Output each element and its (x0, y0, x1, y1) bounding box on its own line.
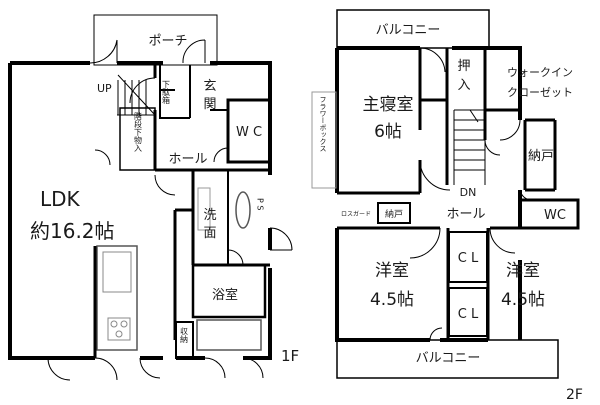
nando-small-label: 納戸 (385, 208, 403, 220)
nando-door (499, 119, 521, 141)
western2-door (489, 227, 516, 254)
oshiire-label-1: 押 (457, 59, 470, 74)
floor-1-labels: ポーチ UP 玄 関 下駄箱 階段下物入 ホール W C LDK 約16.2帖 … (30, 34, 299, 365)
bedroom-divider (446, 228, 490, 340)
ldk-label-2: 約16.2帖 (30, 219, 115, 243)
master-bedroom-label-2: 6帖 (374, 122, 402, 142)
stair-door (129, 77, 156, 104)
burner-1 (110, 320, 118, 328)
bath-door-bottom (242, 357, 264, 379)
flower-box (311, 91, 337, 189)
stair-storage-box (119, 107, 156, 171)
ldk-label-1: LDK (40, 187, 81, 211)
master-door (419, 159, 451, 191)
entrance-label-1: 玄 (203, 79, 216, 94)
porch-door-left (89, 39, 118, 64)
wc-label-1f: W C (236, 125, 262, 140)
kitchen-door-bottom (139, 357, 226, 379)
entrance-label-2: 関 (203, 97, 216, 112)
burner-3 (115, 330, 123, 338)
floor-1-plan (8, 14, 293, 381)
western-room-2-label-2: 4.5帖 (501, 290, 545, 310)
stairs-1f (117, 74, 156, 116)
kitchen-stove (107, 317, 131, 341)
closet-1 (448, 231, 488, 283)
washroom-label-1: 洗 (203, 208, 216, 223)
closet-2-label: C L (458, 307, 479, 322)
ldk-walls (153, 63, 195, 340)
wic-label-2: クローゼット (507, 86, 573, 99)
oshiire-label-2: 入 (457, 78, 470, 93)
wc-label-2f: WC (544, 208, 566, 223)
ps-label: P S (256, 198, 265, 210)
flower-box-label: フラワーボックス (319, 96, 327, 152)
ldk-door-bottom (47, 357, 118, 381)
porch-label: ポーチ (148, 34, 187, 49)
bathtub (196, 319, 262, 351)
western-room-2-label-1: 洋室 (506, 261, 540, 281)
hall-label-1f: ホール (168, 152, 207, 167)
master-bedroom-walls (337, 48, 449, 195)
small-storage-2f (377, 202, 411, 224)
washroom-label-2: 面 (203, 226, 216, 241)
western-room-1-label-2: 4.5帖 (370, 290, 414, 310)
entrance-walls (159, 65, 228, 119)
oshiire-door (419, 47, 446, 73)
balcony-bottom-label: バルコニー (416, 351, 481, 366)
storage-small-1f (175, 321, 194, 359)
washbasin (235, 191, 251, 229)
hall-label-2f: ホール (446, 207, 485, 222)
porch-door-right (182, 39, 206, 64)
balcony-top-label: バルコニー (376, 23, 441, 38)
balcony-door (429, 327, 443, 341)
nando-label: 納戸 (528, 149, 554, 164)
western-room-1-label-1: 洋室 (375, 261, 409, 281)
bathroom-label: 浴室 (212, 287, 238, 303)
washing-machine (197, 187, 211, 231)
wc-room-1f (226, 98, 272, 164)
floor-2-labels: バルコニー 押 入 ウォークイン クローゼット 主寝室 6帖 フラワーボックス … (319, 23, 583, 403)
hall-walls-2f (337, 200, 558, 230)
up-label: UP (97, 82, 112, 95)
stair-storage-door (94, 149, 111, 166)
storage-label-1f: 収納 (180, 326, 189, 344)
dn-label: DN (460, 186, 477, 199)
closet-1-label: C L (458, 251, 479, 266)
floor-2-title: 2F (566, 387, 583, 403)
kitchen-counter (96, 245, 138, 351)
washroom-side-door (269, 227, 293, 251)
bathroom-walls (191, 263, 267, 319)
master-bedroom-label-1: 主寝室 (363, 94, 414, 115)
floor-2-plan (311, 9, 580, 379)
washroom-door (227, 249, 244, 266)
stairs-2f-arrow (469, 109, 479, 123)
ro-guard-label: ロスガード (341, 210, 371, 218)
wic-door (484, 139, 501, 156)
stair-storage-label: 階段下物入 (134, 111, 143, 152)
wic-label-1: ウォークイン (507, 66, 573, 79)
wc-door-2f (519, 189, 533, 201)
wc-door-1f (213, 147, 229, 163)
burner-2 (120, 320, 128, 328)
ldk-hall-door (154, 174, 176, 196)
western1-door (409, 227, 441, 259)
shoe-box-label: 下駄箱 (162, 80, 171, 105)
kitchen-sink (102, 251, 132, 293)
stairs-2f (453, 109, 486, 185)
closet-2 (448, 287, 488, 337)
floor-1-title: 1F (281, 347, 299, 365)
